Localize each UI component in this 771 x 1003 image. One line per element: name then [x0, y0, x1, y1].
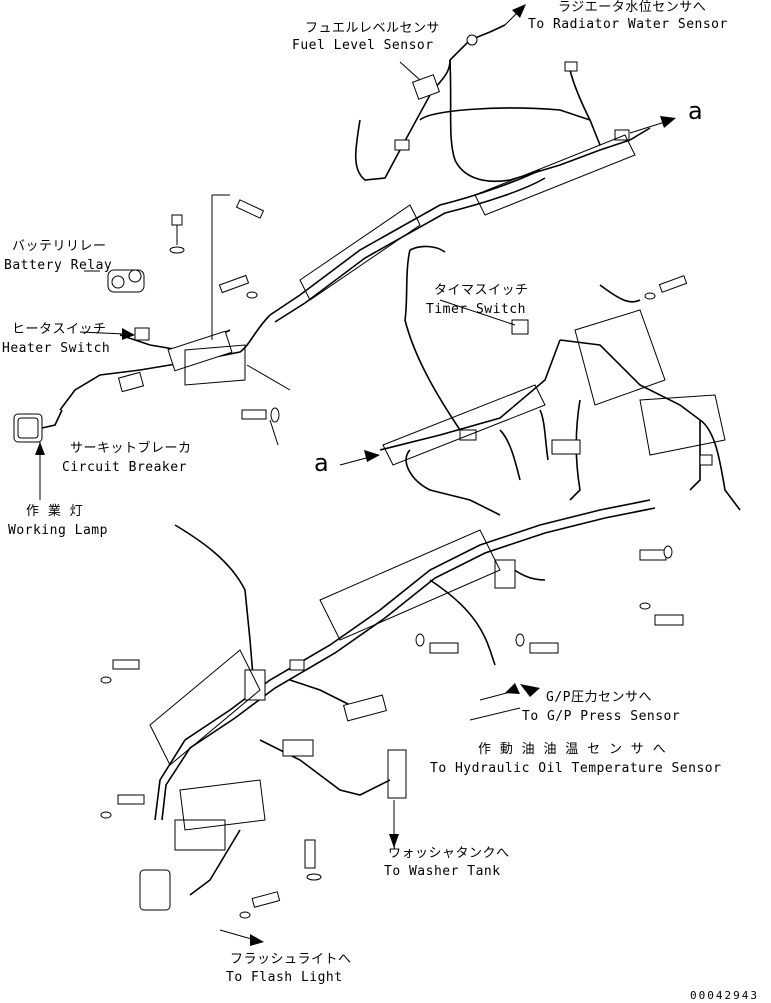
circuit-breaker-label-jp: サーキットブレーカ: [70, 441, 192, 456]
middle-harness: [379, 245, 741, 626]
washer-tank-label-en: To Washer Tank: [384, 864, 501, 879]
relay-cluster: [13, 194, 291, 446]
lower-harness: [100, 499, 656, 919]
working-lamp-label-en: Working Lamp: [8, 523, 108, 538]
radiator-sensor-label-en: To Radiator Water Sensor: [528, 17, 728, 32]
flash-light-label-jp: フラッシュライトへ: [230, 952, 352, 967]
battery-relay-label-en: Battery Relay: [4, 258, 113, 273]
heater-switch-label-jp: ヒータスイッチ: [12, 322, 107, 337]
fuel-level-sensor-label-en: Fuel Level Sensor: [292, 38, 434, 53]
heater-switch-label-en: Heater Switch: [2, 341, 111, 356]
hydraulic-oil-sensor-label-en: To Hydraulic Oil Temperature Sensor: [430, 761, 722, 776]
timer-switch-label-jp: タイマスイッチ: [434, 283, 529, 298]
fuel-level-sensor-label-jp: フュエルレベルセンサ: [305, 21, 441, 36]
gp-press-sensor-label-jp: G/P圧力センサへ: [546, 690, 652, 705]
battery-relay-label-jp: バッテリリレー: [12, 239, 107, 254]
flash-light-label-en: To Flash Light: [226, 970, 343, 985]
marker-a-top: a: [688, 97, 704, 125]
gp-press-sensor-label-en: To G/P Press Sensor: [522, 709, 681, 724]
washer-tank-label-jp: ウォッシャタンクへ: [388, 846, 510, 861]
hydraulic-oil-sensor-label-jp: 作 動 油 油 温 セ ン サ へ: [478, 742, 667, 757]
marker-a-mid: a: [314, 449, 330, 477]
radiator-sensor-label-jp: ラジエータ水位センサへ: [558, 0, 707, 15]
working-lamp-label-jp: 作 業 灯: [26, 504, 84, 519]
timer-switch-label-en: Timer Switch: [426, 302, 526, 317]
drawing-number: 00042943: [690, 989, 759, 1002]
upper-harness: [269, 24, 651, 323]
circuit-breaker-label-en: Circuit Breaker: [62, 460, 187, 475]
leader-arrows: [35, 4, 676, 946]
